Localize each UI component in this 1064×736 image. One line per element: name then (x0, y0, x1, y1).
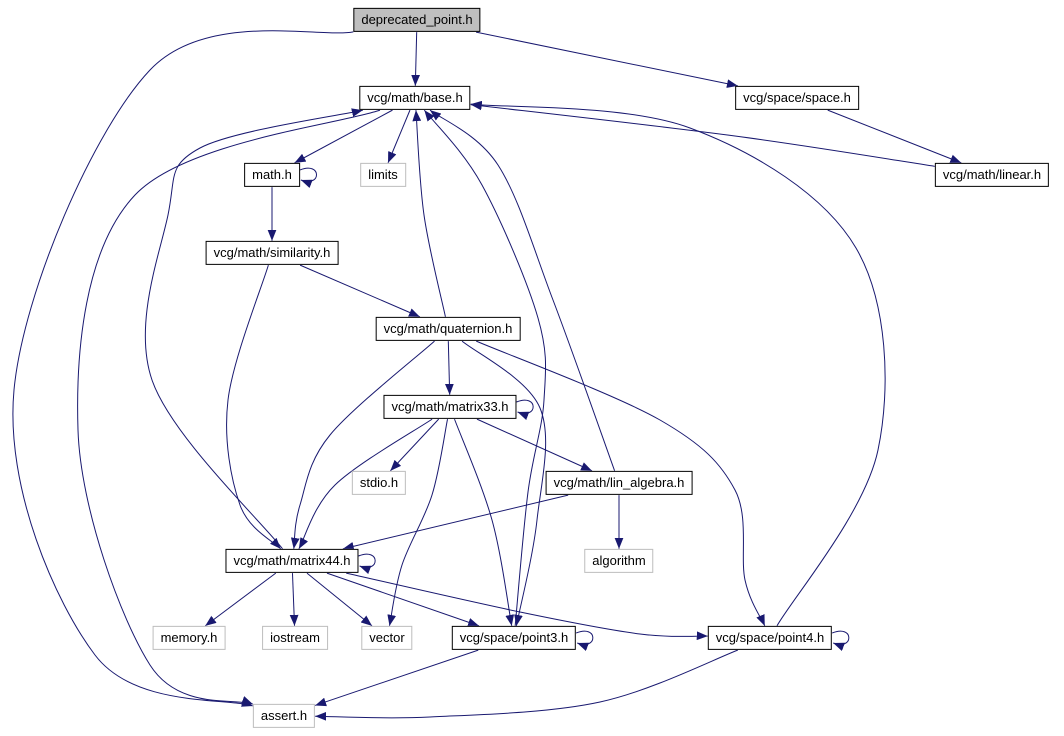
node-vcg-space-point3-h[interactable]: vcg/space/point3.h (451, 625, 577, 651)
node-label: vcg/math/matrix33.h (391, 398, 509, 414)
edge-p3-assert (314, 649, 479, 707)
node-vector: vector (361, 625, 413, 651)
edge-m33-vector (387, 419, 449, 626)
edge-p4-p4 (832, 630, 850, 652)
edge-p4-assert (315, 649, 738, 721)
edge-m44-p4 (346, 572, 708, 641)
edge-base-assert (77, 109, 381, 705)
node-label: memory.h (160, 629, 218, 645)
edge-p4-base (470, 100, 886, 627)
edge-m33-m33 (516, 399, 534, 421)
edge-quat-base (412, 110, 446, 317)
node-limits: limits (360, 162, 406, 188)
node-label: math.h (252, 166, 292, 182)
node-vcg-math-quaternion-h[interactable]: vcg/math/quaternion.h (375, 316, 521, 342)
node-label: vcg/math/similarity.h (213, 244, 331, 260)
edge-m44-base (144, 108, 363, 550)
edge-space-linear (827, 109, 962, 164)
node-vcg-math-base-h[interactable]: vcg/math/base.h (359, 85, 471, 111)
node-memory-h: memory.h (152, 625, 226, 651)
node-label: stdio.h (359, 474, 399, 490)
node-vcg-math-lin-algebra-h[interactable]: vcg/math/lin_algebra.h (545, 470, 693, 496)
edge-p3-base (423, 109, 547, 626)
node-stdio-h: stdio.h (351, 470, 407, 496)
node-label: vector (369, 629, 405, 645)
edge-linalg-m44 (342, 494, 569, 551)
node-label: vcg/math/base.h (367, 89, 463, 105)
node-label: vcg/math/quaternion.h (383, 320, 513, 336)
node-label: iostream (270, 629, 320, 645)
edge-sim-m44 (226, 264, 282, 550)
edge-m44-vector (306, 572, 373, 627)
node-deprecated-point-h: deprecated_point.h (353, 7, 481, 33)
edge-m33-linalg (476, 418, 593, 472)
node-math-h[interactable]: math.h (244, 162, 300, 188)
edge-m33-m44 (298, 418, 433, 550)
edge-quat-m33 (445, 341, 454, 395)
node-label: algorithm (592, 552, 646, 568)
node-label: vcg/math/lin_algebra.h (553, 474, 685, 490)
edge-quat-p4 (476, 340, 766, 627)
node-algorithm: algorithm (584, 548, 654, 574)
edge-m44-iostream (289, 573, 299, 626)
node-vcg-math-similarity-h[interactable]: vcg/math/similarity.h (205, 240, 339, 266)
edge-m33-p3 (454, 418, 515, 626)
node-label: vcg/space/point3.h (459, 629, 569, 645)
edge-math-math (299, 167, 317, 189)
node-vcg-space-space-h[interactable]: vcg/space/space.h (735, 85, 859, 111)
node-vcg-math-matrix44-h[interactable]: vcg/math/matrix44.h (225, 548, 359, 574)
node-label: vcg/space/space.h (743, 89, 851, 105)
node-label: limits (368, 166, 398, 182)
node-vcg-space-point4-h[interactable]: vcg/space/point4.h (707, 625, 833, 651)
edge-m44-p3 (326, 572, 480, 627)
node-vcg-math-linear-h[interactable]: vcg/math/linear.h (934, 162, 1050, 188)
node-label: vcg/math/matrix44.h (233, 552, 351, 568)
edge-quat-m44 (290, 340, 435, 549)
edge-m33-stdio (389, 418, 440, 472)
edge-linalg-base (429, 109, 616, 472)
edge-p3-p3 (576, 630, 594, 652)
edge-quat-p3 (461, 340, 547, 626)
node-label: vcg/math/linear.h (942, 166, 1042, 182)
edge-dep-assert (12, 30, 354, 707)
node-label: assert.h (260, 707, 308, 723)
edge-base-limits (387, 109, 411, 164)
edge-dep-base (411, 32, 420, 86)
node-label: vcg/space/point4.h (715, 629, 825, 645)
edge-base-math (294, 109, 393, 164)
node-vcg-math-matrix33-h[interactable]: vcg/math/matrix33.h (383, 394, 517, 420)
edge-m44-m44 (358, 553, 376, 575)
node-label: deprecated_point.h (361, 11, 473, 27)
edge-linear-base (470, 101, 935, 167)
edge-dep-space (475, 31, 739, 88)
edge-m44-memory (204, 572, 277, 627)
edge-sim-quat (299, 264, 421, 318)
node-assert-h: assert.h (252, 703, 316, 729)
node-iostream: iostream (262, 625, 328, 651)
